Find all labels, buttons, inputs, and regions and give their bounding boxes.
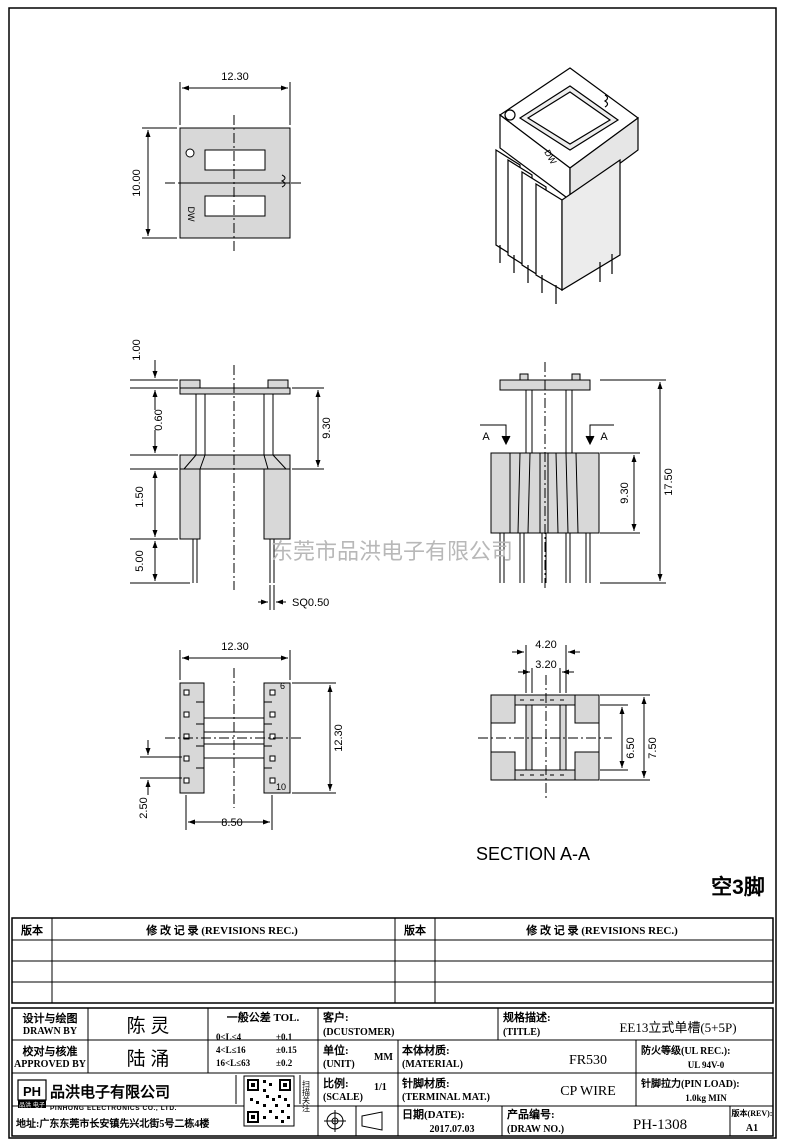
fire-label: 防火等级(UL REC.):: [641, 1044, 730, 1057]
terminal-value: CP WIRE: [560, 1084, 616, 1099]
qr-code: [243, 1075, 295, 1127]
section-h2-dim: 7.50: [647, 737, 659, 758]
unit-label-cn: 单位:: [323, 1043, 349, 1057]
company-address: 地址:广东东莞市长安镇先兴北街5号二栋4楼: [16, 1117, 209, 1130]
isometric-view: [495, 67, 640, 304]
drawno-label-en: (DRAW NO.): [507, 1124, 564, 1135]
rev-value: A1: [746, 1123, 758, 1134]
title-value: EE13立式单槽(5+5P): [619, 1020, 736, 1035]
title-label-en: (TITLE): [503, 1027, 540, 1038]
approved-label-cn: 校对与核准: [23, 1044, 78, 1058]
rev-col-ver-right: 版本: [404, 923, 426, 937]
unit-label-en: (UNIT): [323, 1059, 355, 1070]
rev-col-ver-left: 版本: [21, 923, 43, 937]
top-height-dim: 10.00: [131, 169, 143, 197]
revisions-table: [11, 917, 774, 1004]
drawn-label-en: DRAWN BY: [23, 1026, 78, 1037]
pin-label-last: 10: [276, 782, 286, 792]
top-marking: DW: [186, 207, 196, 222]
tol-value-1: ±0.1: [276, 1032, 293, 1042]
front-pin-dim: 5.00: [134, 550, 146, 571]
title-label-cn: 规格描述:: [503, 1010, 551, 1024]
watermark: 东莞市品洪电子有限公司: [271, 540, 513, 565]
bottom-width-dim: 12.30: [221, 641, 249, 653]
rev-label: 版本(REV):: [731, 1108, 773, 1118]
drawn-name: 陈 灵: [127, 1015, 170, 1037]
material-value: FR530: [569, 1053, 607, 1068]
pinload-value: 1.0kg MIN: [685, 1093, 727, 1103]
fire-value: UL 94V-0: [688, 1060, 725, 1070]
section-mark-right: A: [600, 431, 608, 443]
pinload-label: 针脚拉力(PIN LOAD):: [641, 1077, 740, 1090]
bottom-view: [140, 650, 336, 830]
terminal-label-cn: 针脚材质:: [402, 1076, 450, 1090]
section-view: [478, 645, 650, 800]
logo-text: PH: [23, 1084, 41, 1099]
section-outer-dim: 4.20: [535, 639, 556, 651]
tol-title: 一般公差 TOL.: [227, 1010, 300, 1024]
drawno-value: PH-1308: [633, 1117, 687, 1133]
unit-value: MM: [374, 1052, 393, 1063]
side-view: [480, 362, 666, 590]
front-flange-dim: 1.00: [131, 339, 143, 360]
company-logo: [17, 1079, 47, 1108]
side-lower-dim: 9.30: [619, 482, 631, 503]
drawn-label-cn: 设计与绘图: [23, 1011, 78, 1025]
scale-label-en: (SCALE): [323, 1092, 363, 1103]
top-view: [142, 82, 302, 252]
approved-name: 陆 涌: [127, 1048, 170, 1070]
terminal-label-en: (TERMINAL MAT.): [402, 1092, 490, 1103]
company-name-en: PINHONG ELECTRONICS CO., LTD.: [50, 1105, 177, 1112]
pin-label-first: 6: [280, 681, 285, 691]
date-value: 2017.07.03: [430, 1124, 475, 1135]
material-label-cn: 本体材质:: [402, 1043, 450, 1057]
top-width-dim: 12.30: [221, 71, 249, 83]
front-upper-dim: 9.30: [321, 417, 333, 438]
tol-range-1: 0<L≤4: [216, 1032, 242, 1042]
title-block: [11, 1007, 774, 1137]
customer-label-cn: 客户:: [322, 1010, 349, 1024]
section-caption: SECTION A-A: [476, 844, 590, 864]
tol-value-3: ±0.2: [276, 1058, 293, 1068]
front-base-dim: 1.50: [134, 486, 146, 507]
qr-caption: 扫描关注: [302, 1079, 311, 1113]
tol-range-3: 16<L≤63: [216, 1058, 251, 1068]
logo-sub: 品洪 电子: [19, 1101, 45, 1109]
section-inner-dim: 3.20: [535, 659, 556, 671]
tol-value-2: ±0.15: [276, 1045, 297, 1055]
rev-col-rec-right: 修 改 记 录 (REVISIONS REC.): [525, 923, 678, 937]
drawno-label-cn: 产品编号:: [507, 1107, 555, 1121]
pin-pitch-dim: 2.50: [138, 797, 150, 818]
scale-label-cn: 比例:: [323, 1076, 349, 1090]
scale-value: 1/1: [374, 1082, 387, 1093]
material-label-en: (MATERIAL): [402, 1059, 463, 1070]
tol-range-2: 4<L≤16: [216, 1045, 246, 1055]
drawing-note: 空3脚: [711, 875, 765, 899]
front-view: [130, 360, 324, 610]
side-total-dim: 17.50: [663, 468, 675, 496]
date-label: 日期(DATE):: [402, 1107, 465, 1121]
row-span-dim: 8.50: [221, 817, 242, 829]
company-name-cn: 品洪电子有限公司: [50, 1083, 170, 1101]
bottom-height-dim: 12.30: [333, 724, 345, 752]
section-mark-left: A: [482, 431, 490, 443]
pin-section-dim: SQ0.50: [292, 597, 329, 609]
front-gap-dim: 0.60: [153, 409, 165, 430]
customer-label-en: (DCUSTOMER): [323, 1027, 394, 1038]
section-h1-dim: 6.50: [625, 737, 637, 758]
rev-col-rec-left: 修 改 记 录 (REVISIONS REC.): [145, 923, 298, 937]
approved-label-en: APPROVED BY: [14, 1059, 87, 1070]
projection-symbol: [324, 1110, 383, 1132]
sheet-border: [8, 7, 777, 1139]
